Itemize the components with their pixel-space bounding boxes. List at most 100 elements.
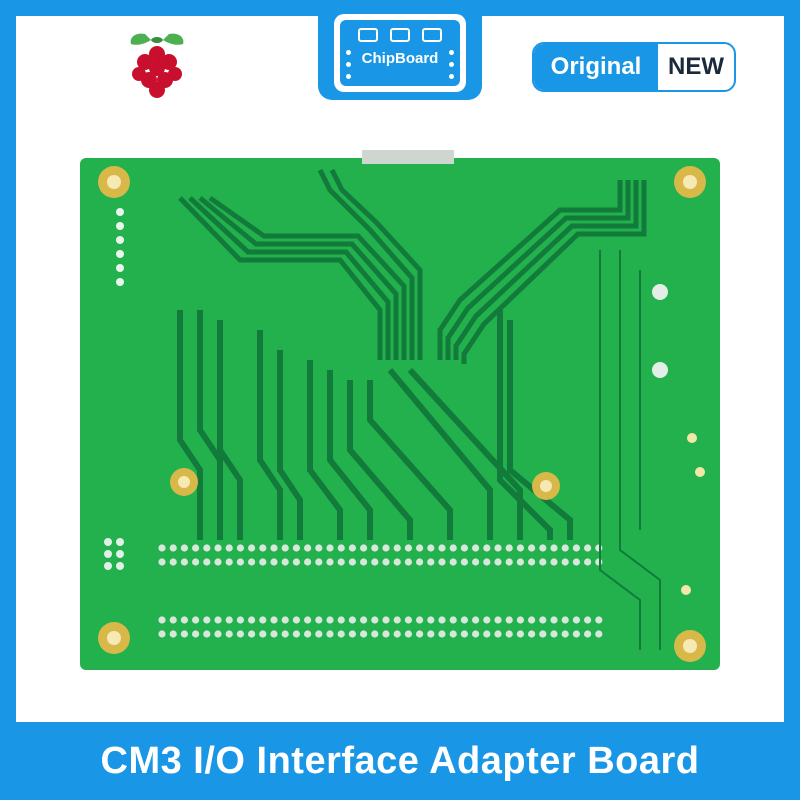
top-connector	[362, 150, 454, 164]
header-pin	[572, 558, 580, 566]
header-pin	[326, 630, 334, 638]
right-components	[652, 284, 705, 595]
header-pin	[315, 544, 323, 552]
header-pin	[337, 544, 345, 552]
header-pin	[270, 544, 278, 552]
header-pin	[180, 630, 188, 638]
header-pin	[158, 558, 166, 566]
header-pin	[584, 558, 592, 566]
header-pin	[248, 630, 256, 638]
header-pin	[550, 558, 558, 566]
header-pin	[460, 544, 468, 552]
header-pin	[371, 616, 379, 624]
pcb-board	[80, 158, 720, 670]
chip-pin	[449, 62, 454, 67]
header-pin	[158, 544, 166, 552]
header-pin	[460, 630, 468, 638]
header-pin	[203, 616, 211, 624]
header-pin	[169, 630, 177, 638]
traces-upper-right	[437, 180, 647, 364]
header-pin	[248, 544, 256, 552]
header-pin	[483, 616, 491, 624]
header-pin	[315, 616, 323, 624]
mounting-holes	[98, 166, 706, 662]
header-pin	[214, 544, 222, 552]
header-pin	[180, 558, 188, 566]
header-pin	[472, 616, 480, 624]
header-pin	[259, 558, 267, 566]
header-pin	[494, 616, 502, 624]
header-pin	[539, 558, 547, 566]
header-pin	[225, 630, 233, 638]
header-pin	[404, 544, 412, 552]
raspberry-pi-logo-icon	[130, 33, 184, 98]
header-pin	[438, 616, 446, 624]
header-pin	[516, 544, 524, 552]
header-pin	[427, 616, 435, 624]
header-pin	[259, 630, 267, 638]
header-pin	[494, 630, 502, 638]
header-pin	[337, 616, 345, 624]
header-pin	[292, 558, 300, 566]
header-pin	[595, 558, 603, 566]
header-pin	[382, 558, 390, 566]
header-pin	[180, 544, 188, 552]
header-pin	[494, 558, 502, 566]
header-pin	[270, 630, 278, 638]
header-pin	[416, 544, 424, 552]
header-pin	[236, 544, 244, 552]
header-pin	[348, 616, 356, 624]
header-pin	[292, 544, 300, 552]
header-pin	[505, 544, 513, 552]
header-pin	[584, 544, 592, 552]
header-pin	[393, 544, 401, 552]
header-pin	[550, 630, 558, 638]
header-pin	[337, 630, 345, 638]
header-pin	[427, 630, 435, 638]
header-pin	[393, 616, 401, 624]
header-pin	[595, 616, 603, 624]
header-pin	[483, 558, 491, 566]
header-pin	[561, 630, 569, 638]
header-pin	[248, 616, 256, 624]
header-pin	[281, 616, 289, 624]
header-pin	[236, 558, 244, 566]
header-pin	[528, 616, 536, 624]
header-pin	[528, 544, 536, 552]
header-pin	[169, 616, 177, 624]
header-pin	[449, 616, 457, 624]
header-pin	[348, 630, 356, 638]
header-pin	[449, 558, 457, 566]
header-pin	[315, 558, 323, 566]
header-pin	[472, 558, 480, 566]
header-pin	[584, 616, 592, 624]
header-pin	[572, 544, 580, 552]
header-pin	[438, 630, 446, 638]
left-test-points	[116, 208, 124, 286]
header-pin	[449, 630, 457, 638]
header-pin	[292, 616, 300, 624]
header-pin	[326, 558, 334, 566]
brand-name: ChipBoard	[361, 50, 439, 67]
header-pin	[371, 558, 379, 566]
header-pin	[438, 544, 446, 552]
traces-upper-left	[178, 168, 423, 360]
header-pin	[382, 616, 390, 624]
pcb-board-photo	[80, 150, 720, 670]
header-pin	[472, 630, 480, 638]
header-pin	[416, 616, 424, 624]
header-pin	[326, 616, 334, 624]
header-pin	[393, 558, 401, 566]
header-pin	[192, 544, 200, 552]
header-pin	[572, 630, 580, 638]
chip-top-icons	[358, 28, 442, 42]
header-pin	[505, 630, 513, 638]
header-pin	[561, 616, 569, 624]
header-pin	[248, 558, 256, 566]
header-pin	[505, 616, 513, 624]
footer-banner: CM3 I/O Interface Adapter Board	[0, 722, 800, 800]
header-pin	[203, 544, 211, 552]
chip-pin	[449, 50, 454, 55]
header-pin	[516, 616, 524, 624]
